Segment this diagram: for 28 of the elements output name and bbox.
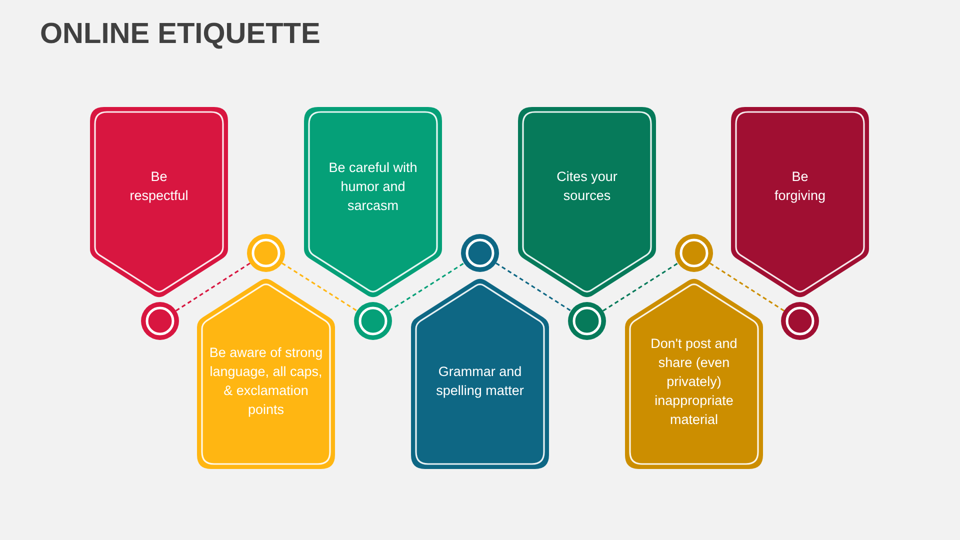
pointed-card	[411, 277, 549, 469]
pointed-card	[197, 277, 335, 469]
dashed-connector	[176, 262, 250, 312]
card-text: Don't post and share (even privately) inappropriate material	[650, 334, 738, 428]
card-text: Be careful with humor and sarcasm	[328, 158, 418, 214]
card-text: Be respectful	[128, 168, 190, 205]
ring-marker	[141, 302, 179, 340]
title: ONLINE ETIQUETTE	[40, 17, 320, 52]
pointed-card	[731, 107, 869, 299]
ring-marker	[461, 234, 499, 272]
ring-marker	[568, 302, 606, 340]
ring-marker	[781, 302, 819, 340]
pointed-card	[304, 107, 442, 299]
dashed-connector	[282, 262, 358, 312]
dashed-connector	[388, 262, 464, 312]
ring-marker	[675, 234, 713, 272]
card-text: Be forgiving	[773, 168, 827, 205]
pointed-card	[625, 277, 763, 469]
pointed-card	[518, 107, 656, 299]
card-text: Grammar and spelling matter	[435, 363, 525, 400]
ring-marker	[354, 302, 392, 340]
ring-marker	[247, 234, 285, 272]
dashed-connector	[602, 262, 678, 312]
pointed-card	[90, 107, 228, 299]
dashed-connector	[496, 262, 572, 312]
card-text: Cites your sources	[556, 168, 618, 205]
dashed-connector	[710, 262, 784, 312]
card-text: Be aware of strong language, all caps, & exclamation points	[208, 344, 324, 419]
